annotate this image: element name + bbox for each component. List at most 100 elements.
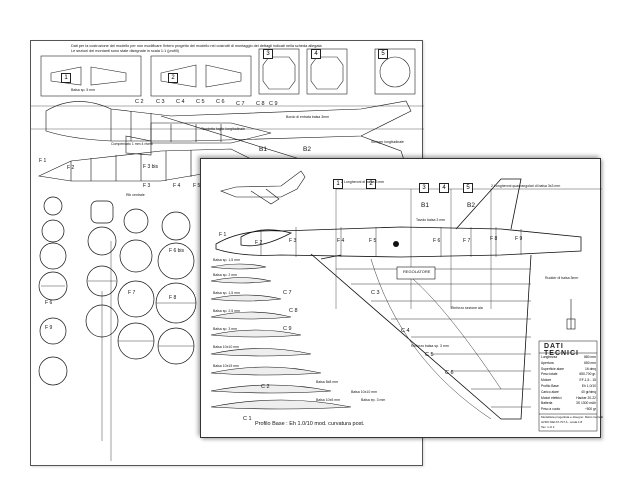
front-label-c2: C 2 [261,384,270,390]
back-panel-3: 3 [263,49,273,59]
back-label-f8: F 8 [169,295,177,301]
data-table-value: ~500 gr [584,407,596,412]
front-label-f1: F 1 [219,232,227,238]
front-sheet-drawing [210,170,602,432]
data-table-value: 3S 1300 mAh [576,401,596,406]
data-table-row: Superficie alare 16 dmq [541,367,596,373]
front-label-c5: C 5 [425,352,434,358]
data-table-key: Superficie alare [541,366,564,371]
data-table-row: Carico alare 40 gr/dmq [541,390,596,396]
front-balsa-3: Balsa sp. 1,5 mm [213,291,241,295]
back-balsa-note: Balsa sp. 5 mm [71,88,96,92]
front-label-b1: B1 [421,202,429,209]
back-label-b2: B2 [303,146,311,153]
front-label-f6: F 6 [433,238,441,244]
back-label-c6: C 6 [216,99,225,105]
front-balsa-9: Balsa 10x10 mm [351,390,378,394]
back-label-f5: F 5 [193,183,201,189]
data-table-key: Batteria [541,401,553,406]
front-label-c4: C 4 [401,328,410,334]
front-balsa-4: Balsa sp. 2,5 mm [213,309,241,313]
back-panel-5: 5 [378,49,388,59]
data-table-value: 40 gr/dmq [581,389,596,394]
front-longeron-top: 2 Longheroni di balsa 3 mm [341,180,385,184]
front-servo-note: Tavolo balsa 3 mm [416,218,446,222]
front-longeron-right: 2 Longheroni quadrangolari di balsa 3x3 … [491,184,561,188]
data-table-key: Carico alare [541,389,559,394]
back-fin-note: Compensato 1 mm 4 rivetti [111,142,153,146]
data-table-value: 650 mm [584,360,596,365]
back-label-f3bis: F 3 bis [143,164,159,170]
data-table-value: Hacker 20-22 [576,395,596,400]
data-table-key: Motori elettrici [541,395,562,400]
data-table-footer-3: Tav. 1 di 2 [541,425,555,429]
back-label-f3: F 3 [143,183,151,189]
front-panel-3: 3 [419,183,429,193]
data-table-key: Motore [541,378,552,383]
back-label-f6bis: F 6 bis [169,248,185,254]
front-label-f5: F 5 [369,238,377,244]
back-tab-note: Tavoletta taglio longitudinale [201,127,245,131]
back-label-f2: F 2 [67,165,75,171]
data-table-value: 880 mm [584,355,596,359]
data-table-key: Peso a vuoto [541,407,561,412]
back-label-c5: C 5 [196,99,205,105]
back-panel-4: 4 [311,49,321,59]
back-tip-note: Bordo di entrata balsa 3mm [286,115,329,119]
data-table-value: 16 dmq [585,366,596,371]
front-rudder-note: Rudder di balsa 3mm [545,276,579,280]
back-label-c8: C 8 [256,101,265,107]
data-table-key: Peso totale [541,372,558,377]
front-balsa-8: Balsa 8x8 mm [316,380,339,384]
front-balsa-10: Balsa 10x5 mm [316,398,341,402]
front-panel-5: 5 [463,183,473,193]
front-plan-sheet: 1 2 3 4 5 B1 B2 F 1 F 2 F 3 F 4 F 5 F 6 … [200,158,604,438]
data-table-rows: Lunghezza 880 mm Apertura 650 mm Superficie … [541,355,596,413]
data-table-row: Batteria 3S 1300 mAh [541,401,596,407]
front-balsa-2: Balsa sp. 2 mm [213,273,238,277]
front-label-f8: F 8 [490,236,498,242]
back-label-c9: C 9 [269,101,278,107]
data-table-row: Lunghezza 880 mm [541,355,596,361]
front-label-c1: C 1 [243,416,252,422]
front-label-f9: F 9 [515,236,523,242]
front-label-f2: F 2 [255,240,263,246]
back-label-b1: B1 [259,146,267,153]
front-label-b2: B2 [467,202,475,209]
data-table-key: Profilo Base [541,383,559,388]
front-label-c3: C 3 [371,290,380,296]
front-rinforzo: Rinforzo balsa sp. 3 mm [411,344,449,348]
data-table-value: Eh 1.0/10 [581,383,596,388]
back-label-f4: F 4 [173,183,181,189]
back-label-c4: C 4 [176,99,185,105]
back-header-note: Dati per la costruzione del modello per … [71,44,322,48]
back-spar-note: Stringer longitudinale [371,140,404,144]
data-table-footer-2: AVRO DELTA 707 A - scala 1:8 [541,420,583,424]
front-label-f4: F 4 [337,238,345,244]
back-label-f6: F 6 [45,300,53,306]
data-table-row: Apertura 650 mm [541,361,596,367]
front-balsa-5: Balsa sp. 3 mm [213,327,238,331]
data-table-row: Motori elettrici Hacker 20-22 [541,396,596,402]
front-label-c7: C 7 [283,290,292,296]
front-profile-note: Profilo Base : Eh 1.0/10 mod. curvatura … [255,421,365,427]
data-table-value: 650-700 gr. [579,372,596,377]
front-balsa-11: Balsa ep. 3 mm [361,398,386,402]
back-label-c2: C 2 [135,99,144,105]
front-panel-2: 2 [366,179,376,189]
data-table-row: Profilo Base Eh 1.0/10 [541,384,596,390]
back-label-c7: C 7 [236,101,245,107]
front-label-c8: C 8 [289,308,298,314]
data-table-title: DATI TECNICI [544,343,579,357]
back-header-note-2: Le sezioni dei montanti sono state diseg… [71,49,179,53]
data-table-row: Peso a vuoto ~500 gr [541,407,596,413]
front-label-f7: F 7 [463,238,471,244]
data-table-key: Lunghezza [541,355,558,359]
front-panel-1: 1 [333,179,343,189]
data-table-key: Apertura [541,360,554,365]
back-label-f7: F 7 [128,290,136,296]
front-balsa-1: Balsa sp. 1,5 mm [213,258,241,262]
back-rib-note: Rib centrale [126,193,145,197]
front-balsa-7: Balsa 10x15 mm [213,364,240,368]
data-table-footer-1: Modellista progettista e disegno: Mario … [541,415,604,419]
